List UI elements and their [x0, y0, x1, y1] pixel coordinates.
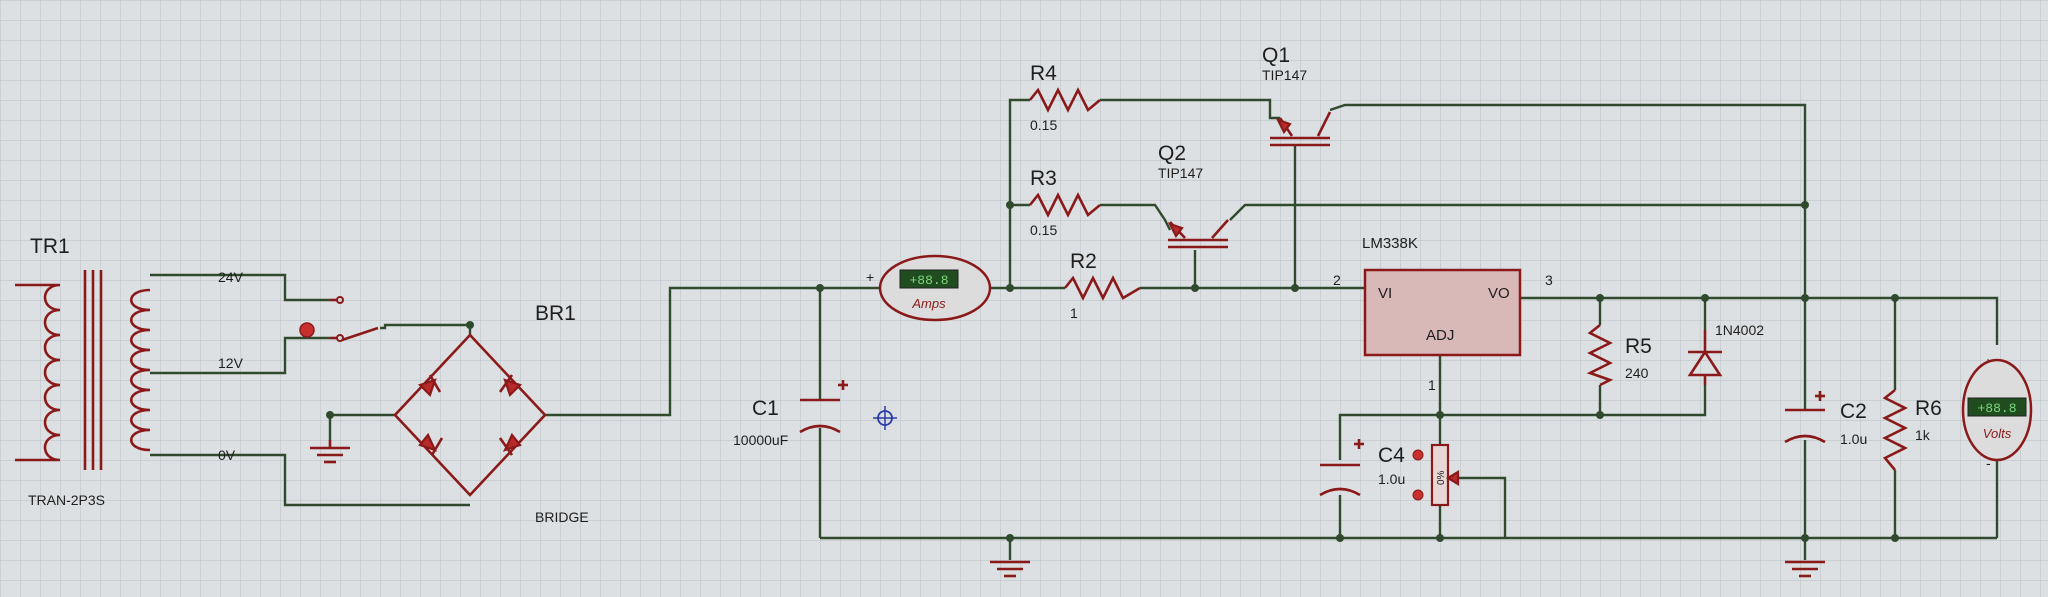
transistor-q2[interactable]: Q2 TIP147: [1158, 142, 1229, 249]
r2-value: 1: [1070, 305, 1078, 321]
voltmeter-display: +88.8: [1977, 401, 2016, 416]
regulator-pin1-number: 1: [1428, 377, 1436, 393]
regulator-pin3-number: 3: [1545, 272, 1553, 288]
potentiometer[interactable]: 0%: [1412, 443, 1460, 507]
pot-decrease-icon[interactable]: [1412, 489, 1424, 501]
tr1-ref: TR1: [30, 235, 70, 258]
transformer-tr1[interactable]: TR1 TRAN-2P3S 24V 12V 0V: [15, 235, 244, 508]
q1-model: TIP147: [1262, 67, 1307, 83]
q2-ref: Q2: [1158, 142, 1186, 165]
svg-text:-: -: [1986, 455, 1991, 471]
ammeter-unit: Amps: [911, 296, 946, 311]
ammeter-display: +88.8: [909, 273, 948, 288]
c2-ref: C2: [1840, 400, 1867, 423]
r2-ref: R2: [1070, 250, 1097, 273]
resistor-r4[interactable]: R4 0.15: [1028, 62, 1101, 133]
br1-model: BRIDGE: [535, 509, 589, 525]
capacitor-c4[interactable]: C4 1.0u: [1319, 439, 1405, 497]
diode-ref: 1N4002: [1715, 322, 1764, 338]
capacitor-c2[interactable]: C2 1.0u: [1784, 391, 1867, 447]
tr1-model: TRAN-2P3S: [28, 492, 105, 508]
bridge-rectifier-br1[interactable]: BR1 BRIDGE: [393, 302, 589, 525]
r6-ref: R6: [1915, 397, 1942, 420]
ground-symbol-center: [990, 560, 1030, 578]
voltmeter-unit: Volts: [1983, 426, 2012, 441]
pot-label: 0%: [1436, 470, 1447, 485]
r3-ref: R3: [1030, 167, 1057, 190]
r3-value: 0.15: [1030, 222, 1057, 238]
c1-value: 10000uF: [733, 432, 788, 448]
regulator-lm338k[interactable]: LM338K VI VO ADJ 2 3 1: [1333, 235, 1553, 393]
ground-symbol-right: [1785, 560, 1825, 578]
tap-selector-switch[interactable]: [299, 296, 379, 342]
regulator-ref: LM338K: [1362, 235, 1418, 252]
voltmeter[interactable]: + - +88.8 Volts: [1961, 354, 2033, 471]
regulator-pin2-number: 2: [1333, 272, 1341, 288]
r6-value: 1k: [1915, 427, 1931, 443]
regulator-pin-vo: VO: [1488, 285, 1510, 302]
svg-text:+: +: [866, 269, 874, 285]
regulator-pin-adj: ADJ: [1426, 327, 1454, 344]
tap-0v-label: 0V: [218, 447, 236, 463]
r4-value: 0.15: [1030, 117, 1057, 133]
ground-symbol-left: [310, 440, 350, 464]
r5-value: 240: [1625, 365, 1649, 381]
pot-increase-icon[interactable]: [1412, 449, 1424, 461]
br1-ref: BR1: [535, 302, 576, 325]
tap-12v-label: 12V: [218, 355, 244, 371]
transistor-q1[interactable]: Q1 TIP147: [1262, 44, 1332, 147]
q1-ref: Q1: [1262, 44, 1290, 67]
junction-dots: [326, 201, 1899, 542]
r4-ref: R4: [1030, 62, 1057, 85]
resistor-r3[interactable]: R3 0.15: [1028, 167, 1101, 238]
crosshair-cursor-icon: [873, 406, 897, 430]
switch-toggle-icon[interactable]: [299, 322, 315, 338]
resistor-r2[interactable]: R2 1: [1063, 250, 1141, 321]
regulator-pin-vi: VI: [1378, 285, 1392, 302]
resistor-r6[interactable]: R6 1k: [1882, 388, 1942, 471]
ammeter[interactable]: + - +88.8 Amps: [866, 254, 992, 322]
capacitor-c1[interactable]: C1 10000uF: [733, 380, 848, 448]
r5-ref: R5: [1625, 335, 1652, 358]
tap-24v-label: 24V: [218, 269, 244, 285]
q2-model: TIP147: [1158, 165, 1203, 181]
c4-value: 1.0u: [1378, 471, 1405, 487]
c4-ref: C4: [1378, 444, 1405, 467]
resistor-r5[interactable]: R5 240: [1586, 323, 1652, 387]
diode-1n4002[interactable]: 1N4002: [1687, 322, 1764, 385]
c1-ref: C1: [752, 397, 779, 420]
c2-value: 1.0u: [1840, 431, 1867, 447]
